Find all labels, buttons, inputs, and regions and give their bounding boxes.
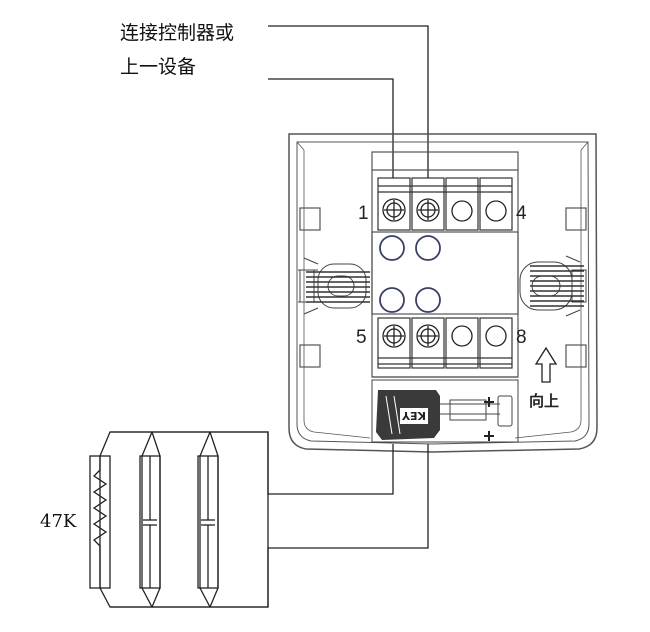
key-slot-area [371, 379, 519, 443]
key-label: KEY [401, 409, 426, 422]
terminal-block [371, 151, 519, 378]
connect-label-line2: 上一设备 [120, 56, 197, 78]
bottom-terminal-row [377, 317, 513, 369]
component-frames [99, 431, 269, 608]
right-latch-stripes [530, 265, 584, 307]
left-latch-stripes [306, 271, 370, 303]
terminal-number-8: 8 [516, 327, 527, 348]
connect-label-line1: 连接控制器或 [120, 22, 235, 44]
wire-from-terminal-5 [110, 431, 394, 495]
wire-to-terminal-1 [268, 78, 394, 178]
bottom-terminal-screws [382, 324, 507, 348]
resistor-value-label: 47K [40, 511, 77, 532]
mounting-holes [379, 235, 441, 313]
plus-marks [484, 397, 494, 441]
lower-wires [110, 431, 429, 608]
wire-from-terminal-6 [110, 444, 429, 608]
terminal-number-4: 4 [516, 203, 527, 224]
up-arrow-icon [534, 346, 558, 383]
terminal-number-5: 5 [356, 327, 367, 348]
top-terminal-screws [382, 198, 507, 222]
capacitor-element-2 [197, 455, 219, 589]
up-direction-label: 向上 [529, 392, 559, 410]
upper-wires [268, 25, 429, 178]
capacitor-element-1 [139, 455, 161, 589]
key-decoration [385, 395, 401, 435]
resistor-element [89, 455, 111, 589]
left-latch [298, 257, 367, 315]
terminal-number-1: 1 [358, 203, 369, 224]
key-label-box [400, 408, 428, 424]
side-slots [299, 207, 587, 368]
wire-to-terminal-2 [268, 25, 429, 178]
top-terminal-row [377, 177, 513, 231]
